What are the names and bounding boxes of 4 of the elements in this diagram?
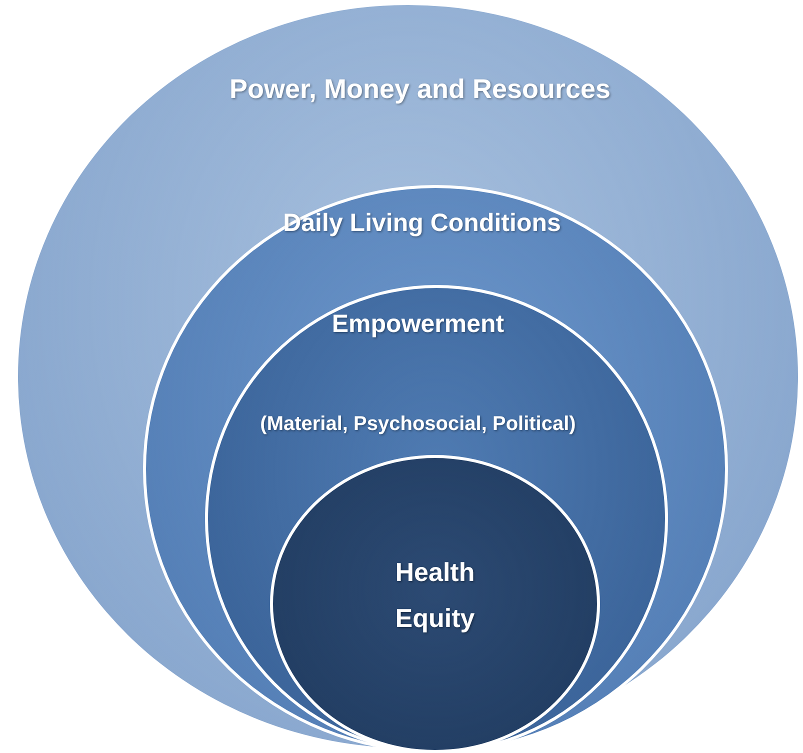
circle-label: Empowerment bbox=[332, 309, 504, 339]
circle-label: Health Equity bbox=[394, 556, 476, 634]
circle-sublabel: (Material, Psychosocial, Political) bbox=[260, 412, 576, 436]
circle-label: Power, Money and Resources bbox=[229, 73, 611, 106]
